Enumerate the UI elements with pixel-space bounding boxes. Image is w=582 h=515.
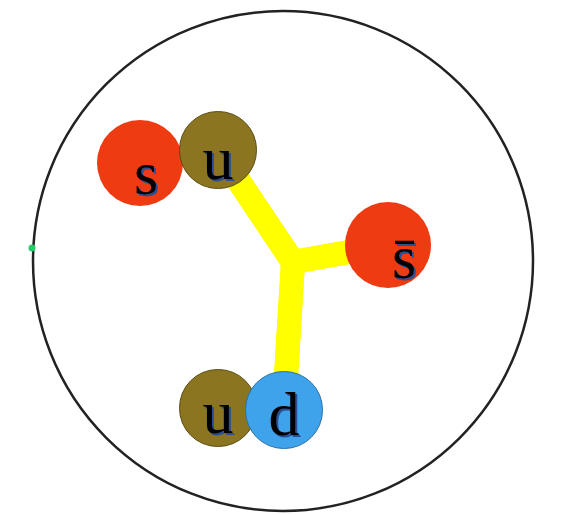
quark-circle: s̄ [345, 202, 431, 288]
quark-circle: d [245, 371, 322, 448]
quark-label: d [268, 383, 299, 445]
quark-circle: u [179, 111, 256, 188]
flux-tube [286, 252, 347, 373]
quark-circle: s [97, 120, 183, 206]
quark-label: u [202, 381, 233, 443]
quark-label: u [202, 127, 233, 189]
marker-dot [29, 245, 36, 252]
hadron-boundary [33, 11, 533, 511]
quark-label: s [134, 142, 158, 204]
quark-label: s̄ [392, 226, 416, 288]
